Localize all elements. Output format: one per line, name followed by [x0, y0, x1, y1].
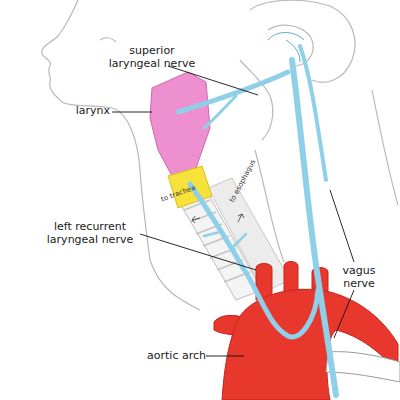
nerves [178, 46, 336, 395]
nerve-edges [268, 33, 304, 63]
body-outline [42, 0, 398, 310]
structure-label: larynx [30, 104, 110, 117]
nerve-label: left recurrent laryngeal nerve [38, 220, 142, 246]
leader-lines [112, 66, 354, 356]
structure-label: aortic arch [136, 349, 206, 362]
direction-marks [192, 214, 244, 223]
nerve-label: superior laryngeal nerve [106, 44, 198, 70]
nerve-label: vagus nerve [334, 264, 384, 290]
pulmonary-vessel [326, 352, 400, 382]
larynx-cartilage [150, 72, 210, 176]
